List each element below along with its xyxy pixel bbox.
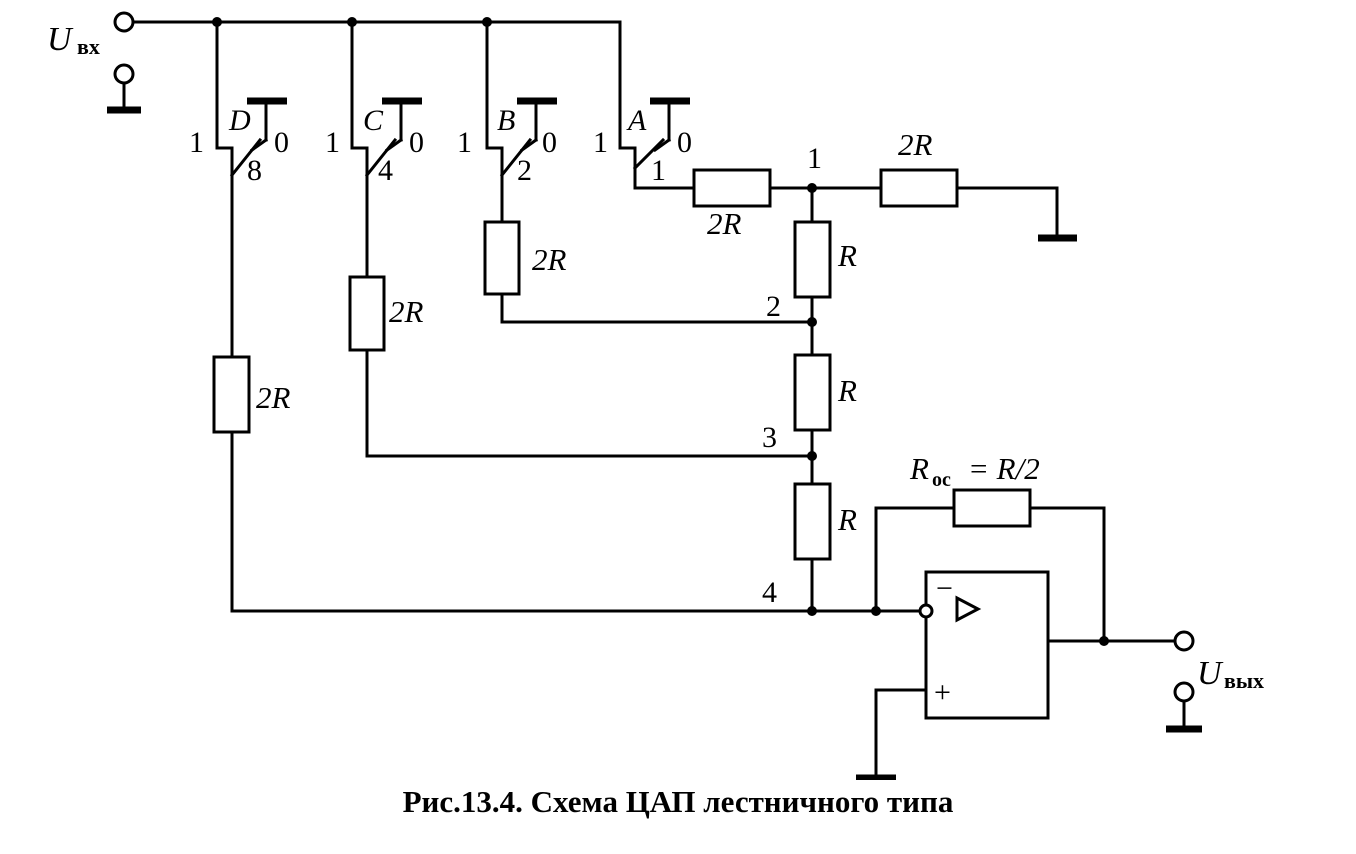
label-branch-b: 2R [532, 242, 567, 277]
figure-caption: Рис.13.4. Схема ЦАП лестничного типа [402, 784, 954, 819]
switch-a-weight: 1 [651, 154, 666, 187]
input-bus [131, 17, 622, 150]
switch-a-name: A [626, 104, 647, 137]
node-label-2: 2 [766, 290, 781, 323]
opamp-noninverting-ground [856, 688, 928, 780]
output-label-symbol: U [1197, 655, 1224, 692]
switch-c [350, 97, 422, 178]
feedback-label-value: = R/2 [968, 451, 1040, 486]
resistor-ladder-2-3 [793, 353, 832, 432]
switch-a-pos1-label: 1 [593, 126, 608, 159]
switch-c-name: C [363, 104, 384, 137]
switch-c-weight: 4 [378, 154, 393, 187]
feedback-label-symbol: R [909, 451, 929, 486]
node-label-1: 1 [807, 142, 822, 175]
resistor-branch-d [212, 355, 251, 434]
switch-d-weight: 8 [247, 154, 262, 187]
switch-d-pos1-label: 1 [189, 126, 204, 159]
input-label-subscript: вх [77, 34, 100, 59]
branch-d-wiring [230, 173, 928, 613]
switch-b-weight: 2 [517, 154, 532, 187]
input-label-symbol: U [47, 21, 74, 58]
output-label-subscript: вых [1224, 668, 1264, 693]
switch-b-name: B [497, 104, 515, 137]
switch-a [618, 97, 690, 190]
opamp-inverting-label: − [936, 572, 953, 605]
resistor-ladder-3-4 [793, 482, 832, 561]
switch-b-pos0-label: 0 [542, 126, 557, 159]
switch-d-pos0-label: 0 [274, 126, 289, 159]
switch-a-pos0-label: 0 [677, 126, 692, 159]
label-series-a: 2R [707, 206, 742, 241]
resistor-feedback [952, 488, 1032, 528]
branch-c-wiring [365, 173, 814, 458]
feedback-label-subscript: ос [932, 469, 951, 491]
opamp-triangle-icon [955, 595, 982, 623]
label-branch-d: 2R [256, 380, 291, 415]
label-ladder-2-3: R [837, 373, 857, 408]
dac-ladder-schematic: U вх 1 D 0 8 1 C 0 4 [47, 11, 1264, 780]
label-terminator: 2R [898, 127, 933, 162]
opamp-noninverting-label: + [934, 676, 951, 709]
node-label-4: 4 [762, 576, 777, 609]
branch-b-wiring [500, 173, 814, 324]
label-branch-c: 2R [389, 294, 424, 329]
label-ladder-3-4: R [837, 502, 857, 537]
node-label-3: 3 [762, 421, 777, 454]
switch-b [485, 97, 557, 178]
switch-c-pos1-label: 1 [325, 126, 340, 159]
feedback-wiring [871, 506, 1106, 643]
resistor-terminator [879, 168, 959, 208]
top-branch-wiring [633, 183, 1077, 242]
resistor-branch-c [348, 275, 386, 352]
label-ladder-1-2: R [837, 238, 857, 273]
resistor-series-a [692, 168, 772, 208]
switch-d-name: D [228, 104, 251, 137]
resistor-branch-b [483, 220, 521, 296]
input-terminal [107, 11, 141, 114]
switch-b-pos1-label: 1 [457, 126, 472, 159]
resistor-ladder-1-2 [793, 220, 832, 299]
output-wiring [1046, 630, 1202, 733]
switch-c-pos0-label: 0 [409, 126, 424, 159]
switch-d [215, 97, 287, 178]
opamp [918, 570, 1050, 720]
